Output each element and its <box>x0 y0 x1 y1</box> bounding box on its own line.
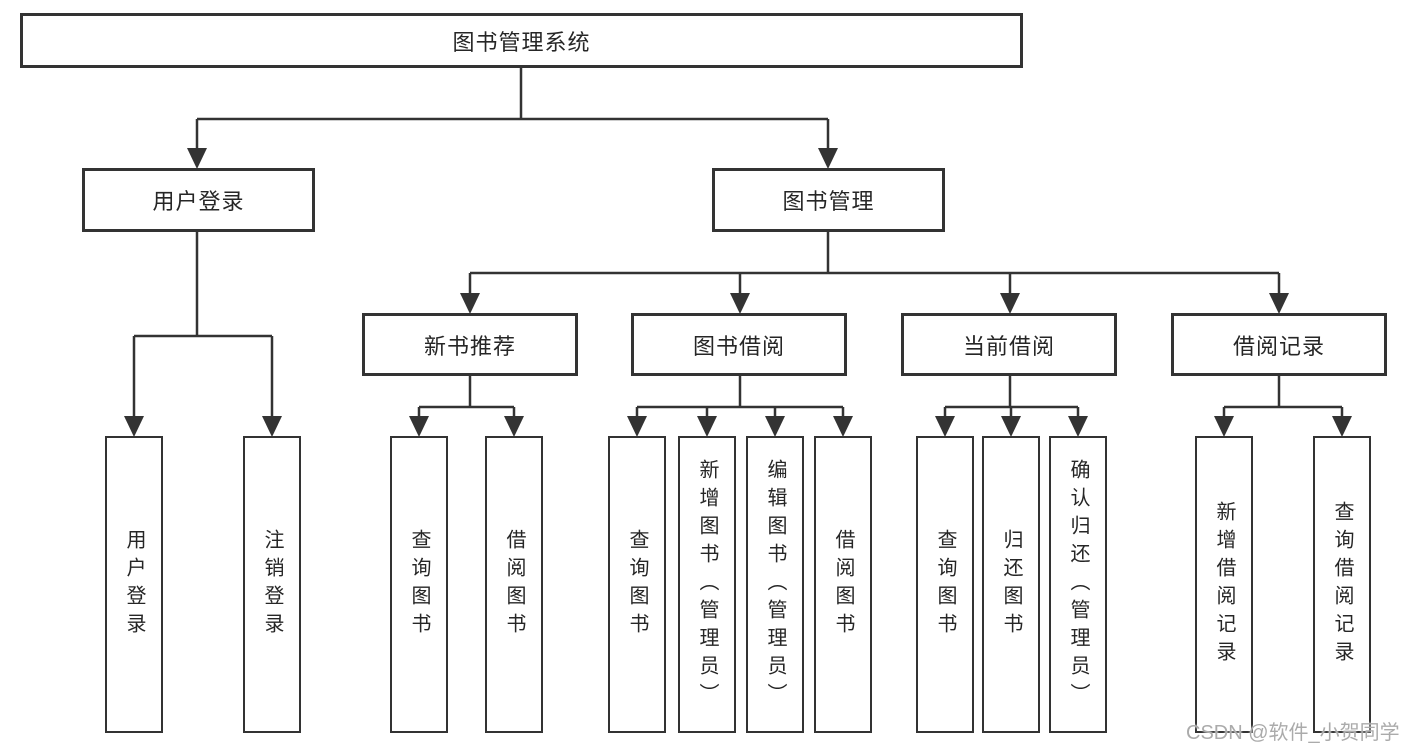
leaf-label: 归还图书 <box>1000 528 1022 641</box>
leaf-label: 借阅图书 <box>503 528 525 641</box>
leaf-label: 借阅图书 <box>832 528 854 641</box>
leaf-borrow-books: 借阅图书 <box>814 436 872 733</box>
node-new-book-recommend: 新书推荐 <box>362 313 578 376</box>
leaf-add-borrow-record: 新增借阅记录 <box>1195 436 1253 733</box>
leaf-label: 新增借阅记录 <box>1213 500 1235 669</box>
leaf-label: 注销登录 <box>261 528 283 641</box>
node-label: 借阅记录 <box>1232 333 1325 359</box>
leaf-logout: 注销登录 <box>243 436 301 733</box>
leaf-query-borrow-record: 查询借阅记录 <box>1313 436 1371 733</box>
leaf-confirm-return-admin: 确认归还（管理员） <box>1049 436 1107 733</box>
leaf-label: 查询借阅记录 <box>1331 500 1353 669</box>
node-user-login: 用户登录 <box>82 168 315 232</box>
node-label: 新书推荐 <box>423 333 516 359</box>
node-label: 图书借阅 <box>692 333 785 359</box>
node-library-management-system: 图书管理系统 <box>20 13 1023 68</box>
leaf-borrow-books-recommend: 借阅图书 <box>485 436 543 733</box>
leaf-label: 确认归还（管理员） <box>1067 458 1089 711</box>
node-label: 图书管理系统 <box>452 29 591 55</box>
leaf-label: 查询图书 <box>626 528 648 641</box>
leaf-label: 用户登录 <box>123 528 145 641</box>
leaf-query-books-recommend: 查询图书 <box>390 436 448 733</box>
leaf-label: 新增图书（管理员） <box>696 458 718 711</box>
node-label: 图书管理 <box>782 189 875 214</box>
leaf-add-books-admin: 新增图书（管理员） <box>678 436 736 733</box>
node-label: 用户登录 <box>152 189 245 214</box>
node-book-management: 图书管理 <box>712 168 945 232</box>
node-borrow-records: 借阅记录 <box>1171 313 1387 376</box>
leaf-return-books: 归还图书 <box>982 436 1040 733</box>
node-book-borrowing: 图书借阅 <box>631 313 847 376</box>
leaf-query-books-current: 查询图书 <box>916 436 974 733</box>
leaf-label: 查询图书 <box>934 528 956 641</box>
node-current-borrowing: 当前借阅 <box>901 313 1117 376</box>
leaf-query-books-borrow: 查询图书 <box>608 436 666 733</box>
node-label: 当前借阅 <box>962 333 1055 359</box>
leaf-label: 查询图书 <box>408 528 430 641</box>
leaf-edit-books-admin: 编辑图书（管理员） <box>746 436 804 733</box>
leaf-user-login: 用户登录 <box>105 436 163 733</box>
leaf-label: 编辑图书（管理员） <box>764 458 786 711</box>
csdn-watermark: CSDN @软件_小贺同学 <box>1186 722 1400 744</box>
